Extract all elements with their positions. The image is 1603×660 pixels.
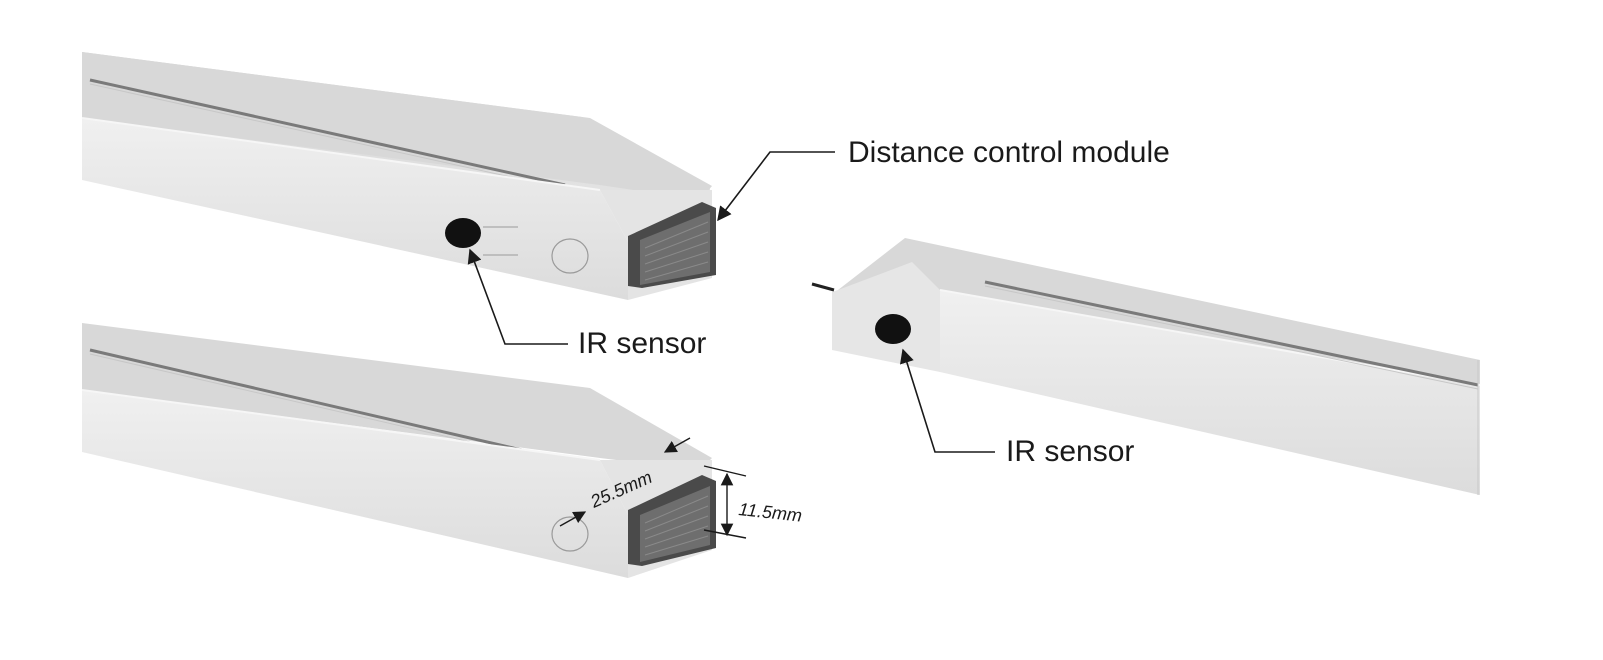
bar-right <box>811 238 1481 495</box>
distance-module-icon <box>628 475 716 566</box>
height-dimension-label: 11.5mm <box>738 499 803 526</box>
ir-sensor-icon <box>875 314 911 344</box>
ir-sensor-right-leader <box>900 348 995 453</box>
distance-module-leader <box>717 151 835 222</box>
ir-sensor-top-leader <box>467 248 568 345</box>
distance-module-icon <box>628 202 716 288</box>
distance-module-label: Distance control module <box>848 136 1170 169</box>
indicator-window <box>551 516 589 552</box>
bar-bottom-left <box>81 323 716 578</box>
indicator-window <box>551 238 589 274</box>
bar-top-left <box>81 52 716 300</box>
ir-sensor-right-label: IR sensor <box>1006 435 1134 468</box>
height-dimension: 11.5mm <box>703 465 803 539</box>
ir-sensor-top-label: IR sensor <box>578 327 706 360</box>
ir-sensor-icon <box>445 218 481 248</box>
